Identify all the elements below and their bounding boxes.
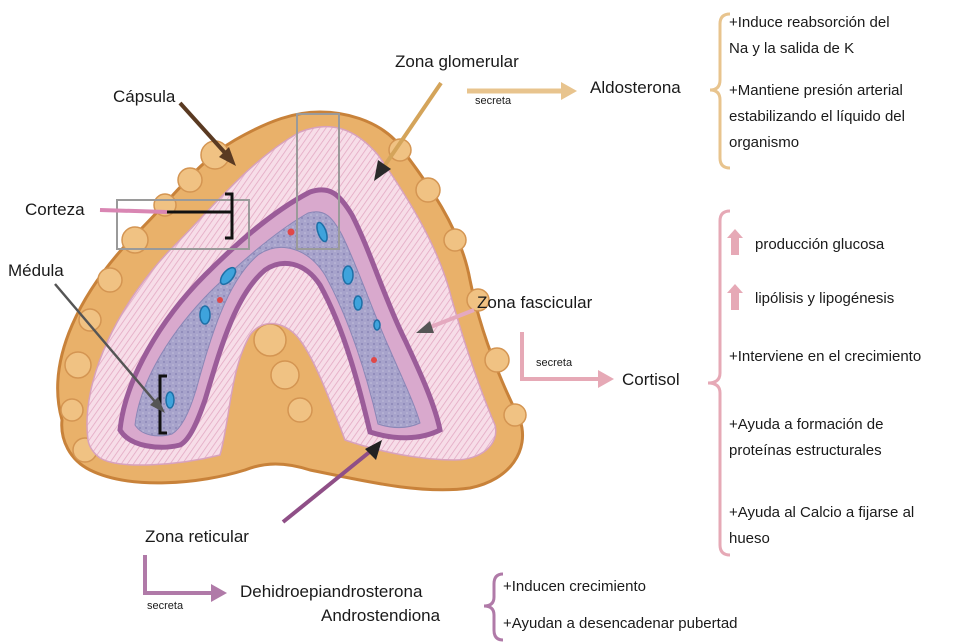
aldosterona-effect-4: estabilizando el líquido del <box>729 105 905 128</box>
fascicular-secreta-label: secreta <box>536 357 572 370</box>
capsula-label: Cápsula <box>113 87 175 107</box>
zona-fascicular-label: Zona fascicular <box>477 293 592 313</box>
androstendiona-label: Androstendiona <box>321 606 440 626</box>
zona-glomerular-label: Zona glomerular <box>395 52 519 72</box>
arrow-up-icon <box>730 284 740 310</box>
cortisol-effect-2: lipólisis y lipogénesis <box>755 287 894 310</box>
cortisol-effect-7: hueso <box>729 527 770 550</box>
reticular-effect-1: +Inducen crecimiento <box>503 575 646 598</box>
arrow-up-icon <box>730 229 740 255</box>
fascicular-brace <box>708 211 730 555</box>
zona-reticular-label: Zona reticular <box>145 527 249 547</box>
aldosterona-effect-5: organismo <box>729 131 799 154</box>
cortisol-effect-5: proteínas estructurales <box>729 439 882 462</box>
corteza-leader <box>100 210 167 212</box>
cortisol-effect-3: +Interviene en el crecimiento <box>729 345 921 368</box>
aldosterona-effect-1: +Induce reabsorción del <box>729 11 890 34</box>
cortisol-effect-4: +Ayuda a formación de <box>729 413 883 436</box>
reticular-secreta-arrow <box>145 555 227 602</box>
cortisol-label: Cortisol <box>622 370 680 390</box>
cortisol-effect-6: +Ayuda al Calcio a fijarse al <box>729 501 914 524</box>
aldosterona-effect-3: +Mantiene presión arterial <box>729 79 903 102</box>
corteza-label: Corteza <box>25 200 85 220</box>
aldosterona-effect-2: Na y la salida de K <box>729 37 854 60</box>
glomerular-secreta-label: secreta <box>475 95 511 108</box>
dehidroepiandrosterona-label: Dehidroepiandrosterona <box>240 582 422 602</box>
reticular-brace <box>484 574 503 640</box>
cortisol-effect-1: producción glucosa <box>755 233 884 256</box>
aldosterona-label: Aldosterona <box>590 78 681 98</box>
glomerular-brace <box>710 14 730 168</box>
reticular-effect-2: +Ayudan a desencadenar pubertad <box>503 612 738 635</box>
reticular-secreta-label: secreta <box>147 600 183 613</box>
medula-label: Médula <box>8 261 64 281</box>
